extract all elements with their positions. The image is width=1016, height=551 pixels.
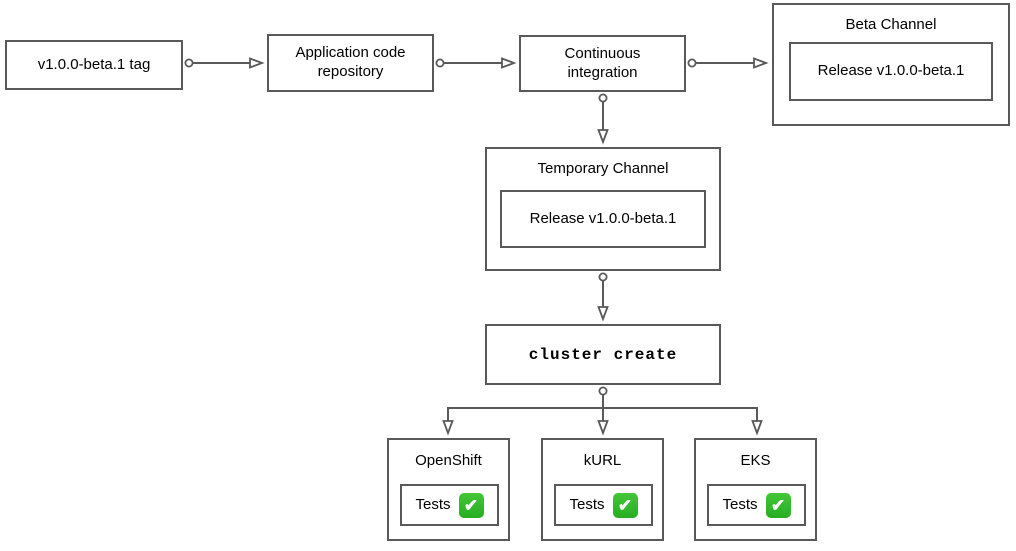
check-glyph: ✔ xyxy=(463,495,479,515)
node-version-tag: v1.0.0-beta.1 tag xyxy=(5,40,183,90)
node-cluster-openshift: OpenShift Tests ✔ xyxy=(387,438,510,541)
cluster-openshift-tests-box: Tests ✔ xyxy=(400,484,499,526)
check-glyph: ✔ xyxy=(617,495,633,515)
node-continuous-integration: Continuous integration xyxy=(519,35,686,92)
beta-channel-release-label: Release v1.0.0-beta.1 xyxy=(817,62,965,80)
cluster-eks-title: EKS xyxy=(740,452,771,469)
node-cluster-kurl: kURL Tests ✔ xyxy=(541,438,664,541)
cluster-openshift-title: OpenShift xyxy=(415,452,482,469)
beta-channel-title: Beta Channel xyxy=(845,16,937,33)
node-beta-channel: Beta Channel Release v1.0.0-beta.1 xyxy=(772,3,1010,126)
node-version-tag-label: v1.0.0-beta.1 tag xyxy=(37,55,151,73)
beta-channel-release-box: Release v1.0.0-beta.1 xyxy=(789,42,993,101)
node-temporary-channel: Temporary Channel Release v1.0.0-beta.1 xyxy=(485,147,721,271)
tests-label: Tests xyxy=(415,495,451,513)
temporary-channel-release-label: Release v1.0.0-beta.1 xyxy=(529,209,677,227)
cluster-eks-tests-box: Tests ✔ xyxy=(707,484,806,526)
check-mark-button-icon: ✔ xyxy=(458,492,484,518)
node-cluster-create-command: cluster create xyxy=(485,324,721,385)
cluster-kurl-tests-box: Tests ✔ xyxy=(554,484,653,526)
check-mark-button-icon: ✔ xyxy=(765,492,791,518)
check-mark-button-icon: ✔ xyxy=(612,492,638,518)
tests-label: Tests xyxy=(722,495,758,513)
node-application-code-repository-label: Application code repository xyxy=(295,44,406,80)
temporary-channel-release-box: Release v1.0.0-beta.1 xyxy=(500,190,706,248)
node-continuous-integration-label: Continuous integration xyxy=(564,44,641,81)
cluster-create-label: cluster create xyxy=(528,345,678,364)
tests-label: Tests xyxy=(569,495,605,513)
check-glyph: ✔ xyxy=(770,495,786,515)
temporary-channel-title: Temporary Channel xyxy=(537,160,669,177)
node-cluster-eks: EKS Tests ✔ xyxy=(694,438,817,541)
cluster-kurl-title: kURL xyxy=(583,452,622,469)
node-application-code-repository: Application code repository xyxy=(267,34,434,92)
